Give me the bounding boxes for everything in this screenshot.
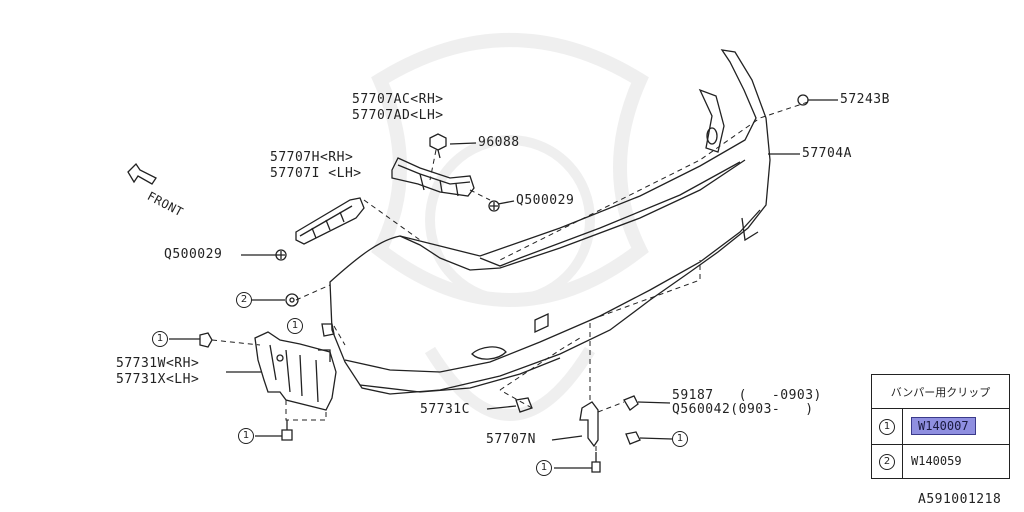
clip-row-1-number: 1 <box>879 418 895 435</box>
bracket-57707ac <box>391 157 475 197</box>
callout-1-left-bottom[interactable]: 1 <box>238 428 254 444</box>
cap-57731c <box>515 397 533 413</box>
label-q500029-left[interactable]: Q500029 <box>164 247 223 262</box>
side-bracket-57731w <box>254 331 337 411</box>
callout-1-bottom[interactable]: 1 <box>536 460 552 476</box>
clip-legend-table: バンパー用クリップ 1 W140007 2 W140059 <box>871 374 1010 480</box>
bolt-59187 <box>623 395 639 411</box>
label-57707h[interactable]: 57707H<RH> <box>270 150 354 165</box>
clip-left-mid <box>321 323 335 337</box>
callout-1-left-top[interactable]: 1 <box>152 331 168 347</box>
label-57731c[interactable]: 57731C <box>420 402 470 417</box>
label-57731w[interactable]: 57731W<RH> <box>116 356 200 371</box>
callout-1-left-mid[interactable]: 1 <box>287 318 303 334</box>
screw-q500029-left <box>275 249 287 261</box>
clip-row-2-value[interactable]: W140059 <box>911 454 962 469</box>
clip-96088 <box>429 133 447 159</box>
label-57707ac[interactable]: 57707AC<RH> <box>352 92 444 107</box>
clip-row-2-number: 2 <box>879 453 895 470</box>
bumper-cover-57704a <box>329 49 771 395</box>
clip-57707n-right <box>625 431 641 445</box>
callout-1-right[interactable]: 1 <box>672 431 688 447</box>
clip-2 <box>285 293 299 307</box>
leader-lines <box>169 99 838 469</box>
dashed-lines <box>211 101 809 452</box>
clip-row-1-value[interactable]: W140007 <box>911 417 976 436</box>
watermark-crest <box>371 33 649 421</box>
label-57731x[interactable]: 57731X<LH> <box>116 372 200 387</box>
label-96088[interactable]: 96088 <box>478 135 520 150</box>
bracket-57707n <box>579 401 599 448</box>
diagram-id: A591001218 <box>918 492 1002 507</box>
clip-table-header: バンパー用クリップ <box>871 374 1010 409</box>
clip-table-row: 1 W140007 <box>871 408 1010 445</box>
label-57704a[interactable]: 57704A <box>802 146 852 161</box>
callout-2[interactable]: 2 <box>236 292 252 308</box>
label-57707n[interactable]: 57707N <box>486 432 536 447</box>
clip-57707n-bottom <box>591 452 601 473</box>
label-q560042[interactable]: Q560042(0903- ) <box>672 402 814 417</box>
clip-table-row: 2 W140059 <box>871 443 1010 480</box>
front-arrow <box>127 162 157 185</box>
label-57707i[interactable]: 57707I <LH> <box>270 166 362 181</box>
clip-left-top <box>199 332 213 348</box>
bracket-57707h <box>295 197 365 245</box>
label-q500029-right[interactable]: Q500029 <box>516 193 575 208</box>
clip-57243b <box>797 94 809 106</box>
label-57243b[interactable]: 57243B <box>840 92 890 107</box>
label-59187[interactable]: 59187 ( -0903) <box>672 388 822 403</box>
screw-q500029-right <box>488 200 500 212</box>
label-57707ad[interactable]: 57707AD<LH> <box>352 108 444 123</box>
clip-left-bottom <box>281 420 293 441</box>
